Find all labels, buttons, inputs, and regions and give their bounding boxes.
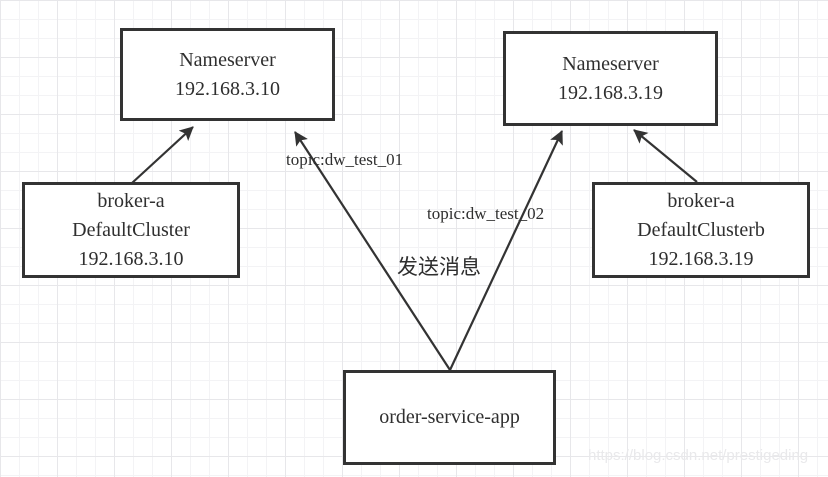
edge-label-topic-dw-test-01: topic:dw_test_01 — [286, 150, 404, 169]
node-nameserver-right-ip: 192.168.3.19 — [558, 81, 663, 104]
node-order-service-app: order-service-app — [343, 370, 556, 465]
node-broker-right-ip: 192.168.3.19 — [648, 247, 754, 270]
node-broker-left: broker-a DefaultCluster 192.168.3.10 — [22, 182, 240, 278]
node-nameserver-left-ip: 192.168.3.10 — [175, 77, 280, 100]
arrow-broker-left-to-nameserver-left — [131, 126, 194, 184]
watermark-blog-url: https://blog.csdn.net/prestigeding — [588, 447, 809, 464]
node-broker-left-cluster: DefaultCluster — [72, 218, 190, 241]
node-order-service-app-name: order-service-app — [379, 406, 520, 428]
edge-label-topic-dw-test-02: topic:dw_test_02 — [427, 204, 545, 223]
node-nameserver-left: Nameserver 192.168.3.10 — [120, 28, 335, 121]
node-broker-left-ip: 192.168.3.10 — [78, 247, 184, 270]
node-nameserver-right-name: Nameserver — [562, 52, 659, 75]
node-broker-left-name: broker-a — [97, 189, 165, 212]
node-broker-right-name: broker-a — [667, 189, 735, 212]
node-broker-right: broker-a DefaultClusterb 192.168.3.19 — [592, 182, 810, 278]
node-nameserver-right: Nameserver 192.168.3.19 — [503, 31, 718, 126]
node-broker-right-cluster: DefaultClusterb — [637, 218, 765, 241]
node-nameserver-left-name: Nameserver — [179, 48, 276, 71]
edge-label-send-message: 发送消息 — [397, 255, 481, 279]
arrow-broker-right-to-nameserver-right — [633, 129, 698, 183]
